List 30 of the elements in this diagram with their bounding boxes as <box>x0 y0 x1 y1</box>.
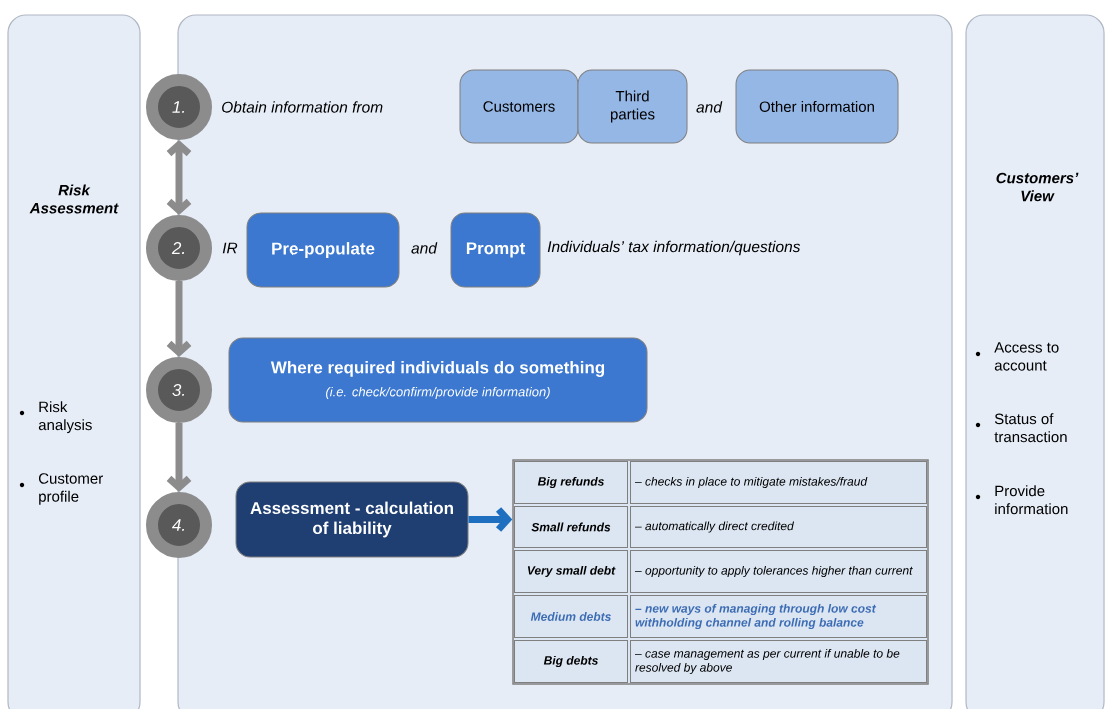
bullet-item: Provide information <box>975 485 1068 515</box>
table-cell: – automatically direct credited <box>630 506 927 548</box>
bullet-item: Customer profile <box>19 473 103 505</box>
bullet-item: Access to account <box>975 342 1059 371</box>
process-box: Assessment - calculation of liability <box>235 481 469 558</box>
table-cell: – new ways of managing through low cost withholding channel and rolling balance <box>630 595 927 638</box>
table-cell: – case management as per current if unable to be resolved by above <box>630 640 927 683</box>
step-text: Obtain information from <box>222 101 383 113</box>
bullet-item: Risk analysis <box>19 401 92 434</box>
table-cell: Very small debt <box>514 550 628 593</box>
step-text: and <box>411 242 438 254</box>
process-box: Prompt <box>450 212 541 288</box>
process-box: Third parties <box>577 69 688 144</box>
arrow <box>166 140 192 215</box>
process-box: Customers <box>459 69 579 144</box>
panel-heading: Customers’ View <box>996 172 1079 202</box>
bullet-item: Status of transaction <box>975 413 1067 443</box>
table-cell: Big refunds <box>514 461 628 504</box>
process-box: Other information <box>735 69 899 144</box>
table-cell: – checks in place to mitigate mistakes/fraud <box>630 461 927 504</box>
step-text: and <box>696 101 723 113</box>
table-cell: Big debts <box>514 640 628 683</box>
process-box: Pre-populate <box>246 212 400 288</box>
table-cell: Small refunds <box>514 506 628 548</box>
step-text: IR <box>222 242 238 254</box>
arrow <box>468 507 513 532</box>
table-cell: – opportunity to apply tolerances higher than current <box>630 550 927 593</box>
table-cell: Medium debts <box>514 595 628 638</box>
panel-heading: Risk Assessment <box>29 184 119 214</box>
process-box: Where required individuals do something (i.e. check/confirm/provide information) <box>228 337 648 423</box>
